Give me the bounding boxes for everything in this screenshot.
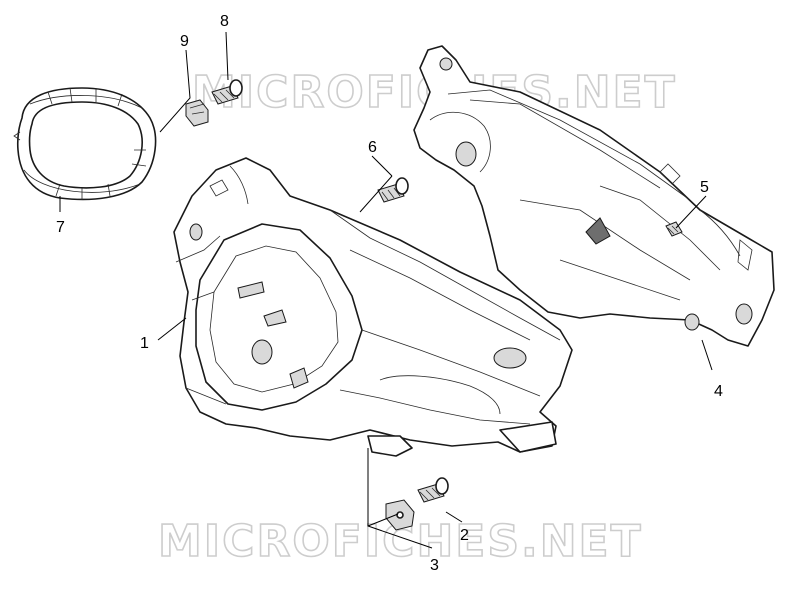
callout-2: 2	[460, 527, 469, 544]
callout-5: 5	[700, 179, 709, 196]
part-2-screw	[417, 477, 449, 503]
leader-1	[157, 317, 187, 341]
callout-numbers: 1 2 3 4 5 6 7 8 9	[56, 13, 723, 574]
callout-4: 4	[714, 383, 723, 400]
leader-8	[225, 31, 229, 81]
leader-5	[675, 195, 707, 229]
callout-9: 9	[180, 33, 189, 50]
leader-9	[159, 49, 191, 133]
leader-4	[701, 339, 713, 371]
callout-7: 7	[56, 219, 65, 236]
part-8-screw	[211, 79, 243, 105]
part-7-speedometer-glass	[13, 87, 157, 201]
callout-3: 3	[430, 557, 439, 574]
part-6-screw	[377, 177, 409, 203]
callout-8: 8	[220, 13, 229, 30]
part-1-front-handlebar-cover	[173, 157, 573, 457]
leader-2	[445, 511, 463, 523]
part-3-clip-nut	[385, 499, 415, 531]
part-4-rear-handlebar-cover	[413, 45, 775, 347]
callout-6: 6	[368, 139, 377, 156]
callout-1: 1	[140, 335, 149, 352]
leader-6	[371, 155, 393, 177]
leader-lines	[59, 31, 713, 549]
part-9-speed-nut	[185, 99, 209, 127]
